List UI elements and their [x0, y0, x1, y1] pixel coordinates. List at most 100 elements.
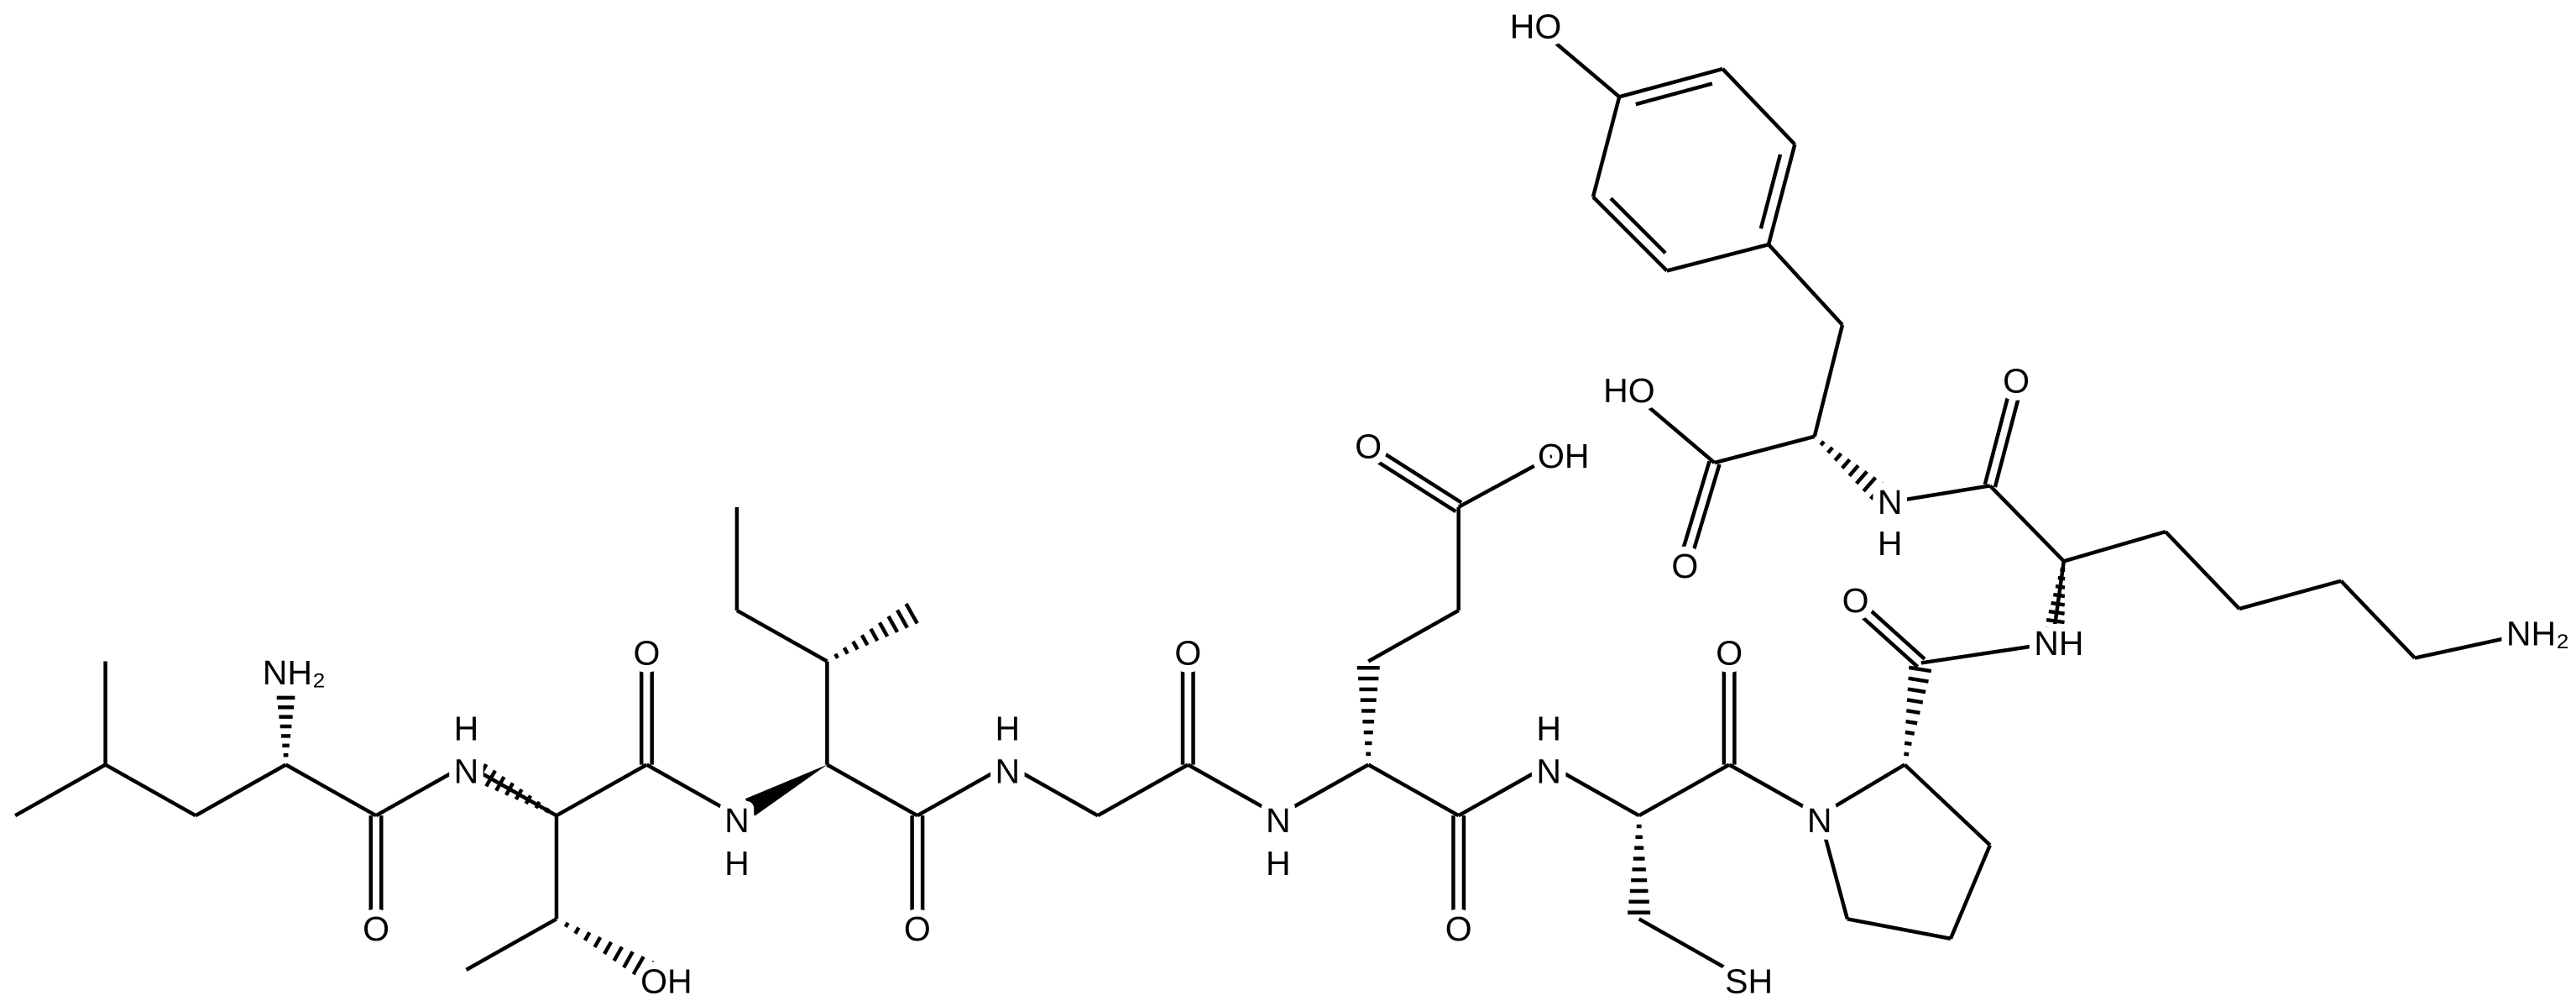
single-bond — [374, 763, 468, 818]
single-bond — [1767, 243, 1844, 327]
single-bond — [1457, 763, 1550, 818]
hashed-wedge-bond — [1841, 458, 1852, 470]
single-bond — [1534, 24, 1621, 99]
hashed-wedge-bond — [524, 794, 533, 805]
atom-label: N — [724, 801, 750, 840]
hashed-wedge-bond — [494, 775, 506, 792]
hashed-wedge-bond — [573, 926, 581, 935]
atom-label: N — [1536, 752, 1561, 790]
hashed-wedge-bond — [1904, 752, 1910, 757]
single-bond — [194, 763, 287, 818]
single-bond — [1713, 434, 1816, 465]
hashed-wedge-bond — [1862, 476, 1878, 493]
hashed-wedge-bond — [1833, 452, 1843, 462]
single-bond — [1548, 763, 1640, 818]
solid-wedge-bond — [745, 764, 828, 816]
hashed-wedge-bond — [622, 951, 635, 969]
single-bond — [1666, 242, 1769, 273]
single-bond — [1187, 763, 1279, 818]
hashed-wedge-bond — [1908, 676, 1929, 684]
hashed-wedge-bond — [612, 946, 624, 962]
hashed-wedge-bond — [851, 640, 860, 651]
double-bond — [1766, 144, 1797, 245]
hashed-wedge-bond — [2057, 575, 2066, 581]
atom-label: H — [1878, 524, 1903, 563]
atom-label: N — [995, 752, 1021, 790]
atom-label: NH₂ — [2506, 614, 2569, 652]
single-bond — [735, 608, 828, 663]
single-bond — [1920, 641, 2053, 665]
single-bond — [1638, 763, 1731, 818]
hashed-wedge-bond — [1905, 719, 1918, 726]
atom-label: O — [363, 909, 389, 948]
single-bond — [555, 763, 648, 818]
atom-label: N — [1266, 801, 1291, 840]
atom-label: HO — [1603, 371, 1655, 410]
single-bond — [1812, 324, 1845, 438]
hashed-wedge-bond — [2051, 600, 2066, 607]
atom-label: O — [2003, 361, 2030, 400]
hashed-wedge-bond — [1869, 482, 1886, 500]
hashed-wedge-bond — [1904, 741, 1912, 747]
double-bond — [1858, 598, 1926, 661]
hashed-wedge-bond — [2052, 592, 2066, 599]
single-bond — [1817, 815, 1850, 920]
atom-label: NH₂ — [263, 653, 326, 692]
single-bond — [645, 763, 739, 818]
double-bond — [1758, 154, 1783, 229]
single-bond — [1367, 763, 1460, 818]
hashed-wedge-bond — [842, 647, 849, 655]
double-bond — [1678, 460, 1711, 561]
hashed-wedge-bond — [504, 782, 515, 796]
hashed-wedge-bond — [1876, 488, 1894, 508]
hashed-wedge-bond — [869, 627, 880, 642]
atom-label: N — [454, 752, 479, 790]
single-bond — [1889, 484, 1991, 505]
single-bond — [1988, 484, 2066, 563]
double-bond — [1591, 195, 1669, 273]
bonds — [14, 24, 2529, 983]
atom-label: OH — [1538, 437, 1590, 475]
hashed-wedge-bond — [563, 921, 570, 928]
double-bond — [1635, 81, 1713, 107]
hashed-wedge-bond — [2046, 617, 2065, 625]
hashed-wedge-bond — [583, 931, 592, 941]
atom-label: N — [1878, 483, 1903, 521]
double-bond — [1618, 66, 1723, 99]
double-bond — [1983, 384, 2014, 485]
atom-label: H — [995, 710, 1021, 748]
atom-label: O — [1716, 634, 1743, 673]
single-bond — [1591, 96, 1622, 198]
single-bond — [1903, 763, 1992, 846]
single-bond — [916, 763, 1009, 818]
hashed-wedge-bond — [464, 757, 479, 779]
hashed-wedge-bond — [1855, 469, 1868, 485]
single-bond — [826, 763, 918, 818]
hashed-wedge-bond — [2044, 626, 2065, 633]
single-bond — [1277, 763, 1370, 818]
atom-label: H — [1266, 844, 1291, 883]
single-bond — [14, 763, 107, 818]
single-bond — [1818, 763, 1906, 818]
hashed-wedge-bond — [2060, 567, 2066, 573]
atom-label: O — [1445, 909, 1472, 948]
atom-label: SH — [1725, 962, 1773, 1001]
atom-label: H — [724, 844, 750, 883]
atom-label: O — [904, 909, 931, 948]
single-bond — [2339, 579, 2417, 660]
hashed-wedge-bond — [1905, 708, 1920, 715]
hashed-wedge-bond — [860, 634, 870, 647]
hashed-wedge-bond — [877, 621, 890, 638]
hashed-wedge-bond — [1907, 687, 1926, 694]
single-bond — [285, 763, 378, 818]
single-bond — [1367, 608, 1460, 663]
double-bond — [1688, 464, 1722, 563]
hashed-wedge-bond — [544, 807, 551, 814]
double-bond — [1850, 606, 1920, 668]
hashed-wedge-bond — [1905, 730, 1915, 736]
single-bond — [1728, 763, 1821, 818]
single-bond — [1948, 844, 1992, 940]
hashed-wedge-bond — [1847, 464, 1860, 478]
